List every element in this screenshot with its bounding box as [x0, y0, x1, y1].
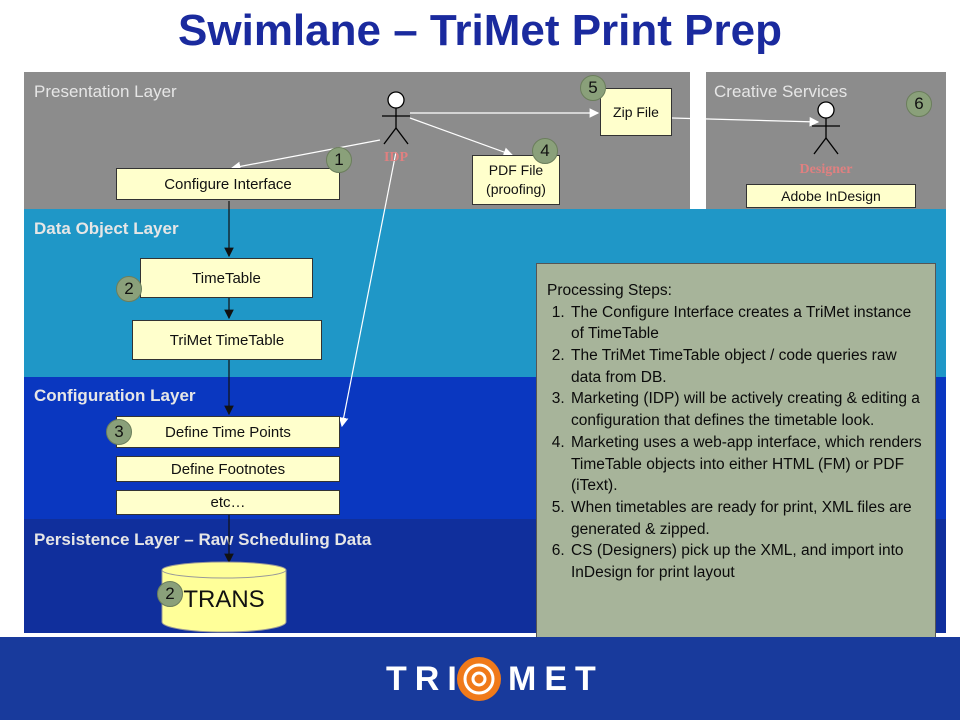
zip-file-box: Zip File [600, 88, 672, 136]
data-object-layer-label: Data Object Layer [34, 219, 179, 238]
trans-database-icon [161, 561, 287, 633]
pdf-file-label: PDF File [488, 162, 544, 179]
presentation-layer-label: Presentation Layer [34, 82, 177, 101]
step-badge-zip: 5 [580, 75, 606, 101]
adobe-indesign-box: Adobe InDesign [746, 184, 916, 208]
pdf-file-box: PDF File (proofing) [472, 155, 560, 205]
define-footnotes-box: Define Footnotes [116, 456, 340, 482]
logo-text-right: MET [508, 660, 604, 698]
arrow-zip-to-designer [671, 116, 820, 127]
pdf-file-sublabel: (proofing) [486, 181, 546, 197]
define-time-points-box: Define Time Points [116, 416, 340, 448]
configure-interface-box: Configure Interface [116, 168, 340, 200]
step-badge-time-points: 3 [106, 419, 132, 445]
step-badge-timetable: 2 [116, 276, 142, 302]
arrow-idp-to-configure [230, 139, 381, 172]
step-badge-pdf: 4 [532, 138, 558, 164]
step-item: CS (Designers) pick up the XML, and impo… [569, 540, 925, 583]
configuration-layer-label: Configuration Layer [34, 386, 196, 405]
designer-actor-label: Designer [799, 162, 853, 177]
trimet-logo: TRI MET [370, 648, 596, 710]
trimet-logo-mark-icon [457, 657, 501, 701]
step-item: When timetables are ready for print, XML… [569, 497, 925, 540]
timetable-box: TimeTable [140, 258, 313, 298]
slide-title: Swimlane – TriMet Print Prep [178, 6, 782, 55]
step-badge-trans: 2 [157, 581, 183, 607]
processing-steps-panel: Processing Steps: The Configure Interfac… [536, 263, 936, 663]
processing-steps-heading: Processing Steps: [547, 282, 672, 299]
trimet-timetable-box: TriMet TimeTable [132, 320, 322, 360]
step-item: Marketing (IDP) will be actively creatin… [569, 388, 925, 431]
arrow-idp-to-pdf [409, 117, 514, 157]
trans-database-label: TRANS [183, 586, 265, 613]
designer-actor-icon [812, 101, 840, 155]
step-item: The TriMet TimeTable object / code queri… [569, 345, 925, 388]
step-badge-configure: 1 [326, 147, 352, 173]
creative-services-label: Creative Services [714, 82, 848, 101]
persistence-layer-label: Persistence Layer – Raw Scheduling Data [34, 530, 372, 549]
step-item: The Configure Interface creates a TriMet… [569, 302, 925, 345]
processing-steps-list: The Configure Interface creates a TriMet… [547, 302, 925, 584]
logo-text-left: TRI [386, 660, 465, 698]
step-item: Marketing uses a web-app interface, whic… [569, 432, 925, 497]
etc-box: etc… [116, 490, 340, 515]
idp-actor-label: IDP [383, 150, 409, 165]
idp-actor-icon [382, 91, 410, 145]
step-badge-designer: 6 [906, 91, 932, 117]
arrow-idp-to-timepoints [338, 151, 397, 428]
